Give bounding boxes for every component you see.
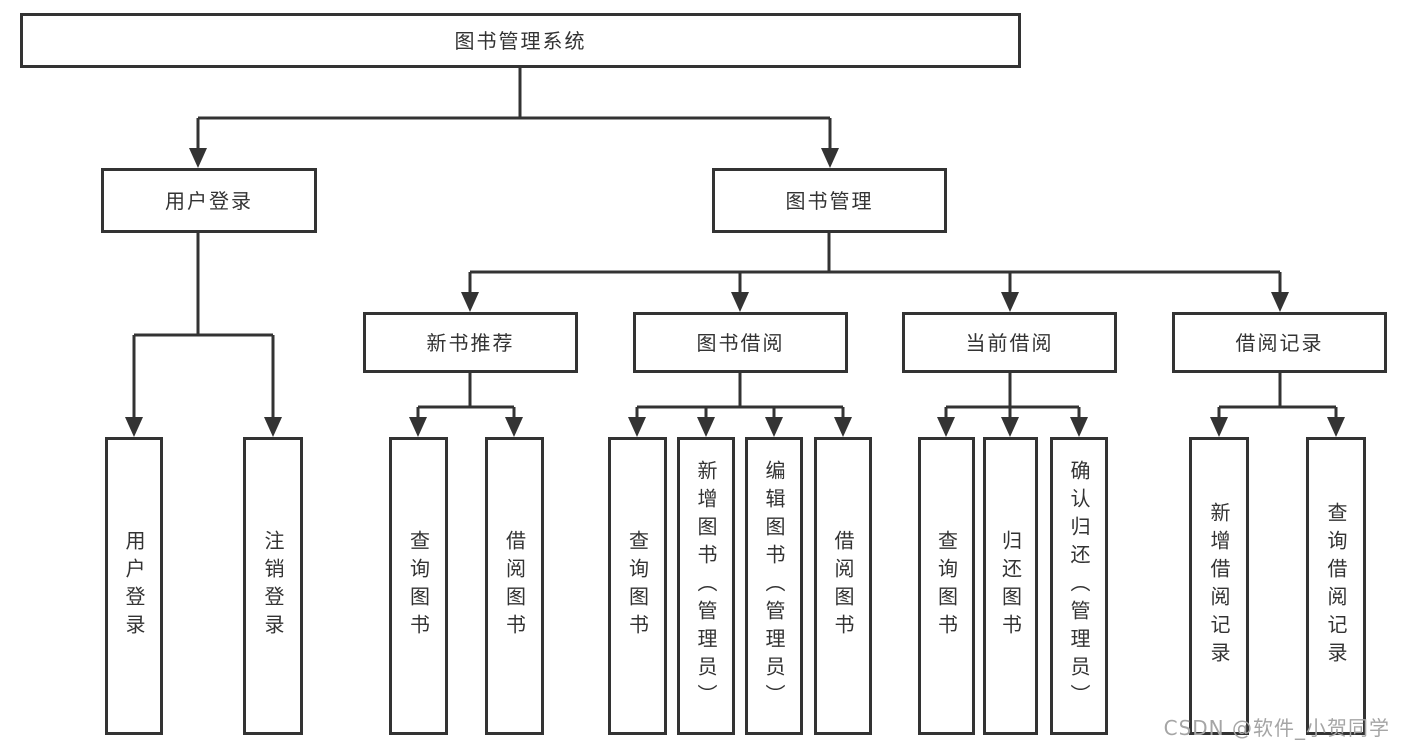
- node-current-borrow-label: 当前借阅: [965, 330, 1054, 355]
- node-new-books-label: 新书推荐: [426, 330, 515, 355]
- leaf-newbooks-borrow: 借阅图书: [485, 437, 544, 735]
- node-user-login-label: 用户登录: [165, 188, 253, 213]
- leaf-records-query: 查询借阅记录: [1306, 437, 1366, 735]
- leaf-borrow-edit-label: 编辑图书（管理员）: [762, 460, 786, 712]
- leaf-logout-label: 注销登录: [261, 530, 285, 642]
- leaf-records-add: 新增借阅记录: [1189, 437, 1249, 735]
- node-user-login: 用户登录: [101, 168, 317, 233]
- node-borrow-records: 借阅记录: [1172, 312, 1387, 373]
- node-borrow-records-label: 借阅记录: [1235, 330, 1324, 355]
- leaf-current-confirm-label: 确认归还（管理员）: [1067, 460, 1091, 712]
- node-root-label: 图书管理系统: [454, 28, 587, 53]
- leaf-current-return-label: 归还图书: [998, 530, 1023, 642]
- node-book-borrow-label: 图书借阅: [696, 330, 785, 355]
- leaf-records-query-label: 查询借阅记录: [1324, 502, 1348, 670]
- leaf-newbooks-query: 查询图书: [389, 437, 448, 735]
- leaf-borrow-borrow: 借阅图书: [814, 437, 872, 735]
- leaf-borrow-edit: 编辑图书（管理员）: [745, 437, 803, 735]
- leaf-borrow-add: 新增图书（管理员）: [677, 437, 735, 735]
- leaf-current-query: 查询图书: [918, 437, 975, 735]
- csdn-watermark: CSDN @软件_小贺同学: [1163, 716, 1390, 740]
- node-current-borrow: 当前借阅: [902, 312, 1117, 373]
- leaf-logout: 注销登录: [243, 437, 303, 735]
- leaf-current-confirm: 确认归还（管理员）: [1050, 437, 1108, 735]
- leaf-user-login: 用户登录: [105, 437, 163, 735]
- leaf-newbooks-borrow-label: 借阅图书: [502, 530, 527, 642]
- node-new-books: 新书推荐: [363, 312, 578, 373]
- node-book-borrow: 图书借阅: [633, 312, 848, 373]
- leaf-user-login-label: 用户登录: [122, 530, 146, 642]
- leaf-current-return: 归还图书: [983, 437, 1038, 735]
- leaf-records-add-label: 新增借阅记录: [1207, 502, 1231, 670]
- node-book-mgmt-label: 图书管理: [785, 188, 874, 213]
- node-root: 图书管理系统: [20, 13, 1021, 68]
- leaf-newbooks-query-label: 查询图书: [406, 530, 431, 642]
- leaf-current-query-label: 查询图书: [934, 530, 959, 642]
- leaf-borrow-borrow-label: 借阅图书: [831, 530, 855, 642]
- leaf-borrow-add-label: 新增图书（管理员）: [694, 460, 718, 712]
- node-book-mgmt: 图书管理: [712, 168, 947, 233]
- leaf-borrow-query: 查询图书: [608, 437, 667, 735]
- leaf-borrow-query-label: 查询图书: [625, 530, 650, 642]
